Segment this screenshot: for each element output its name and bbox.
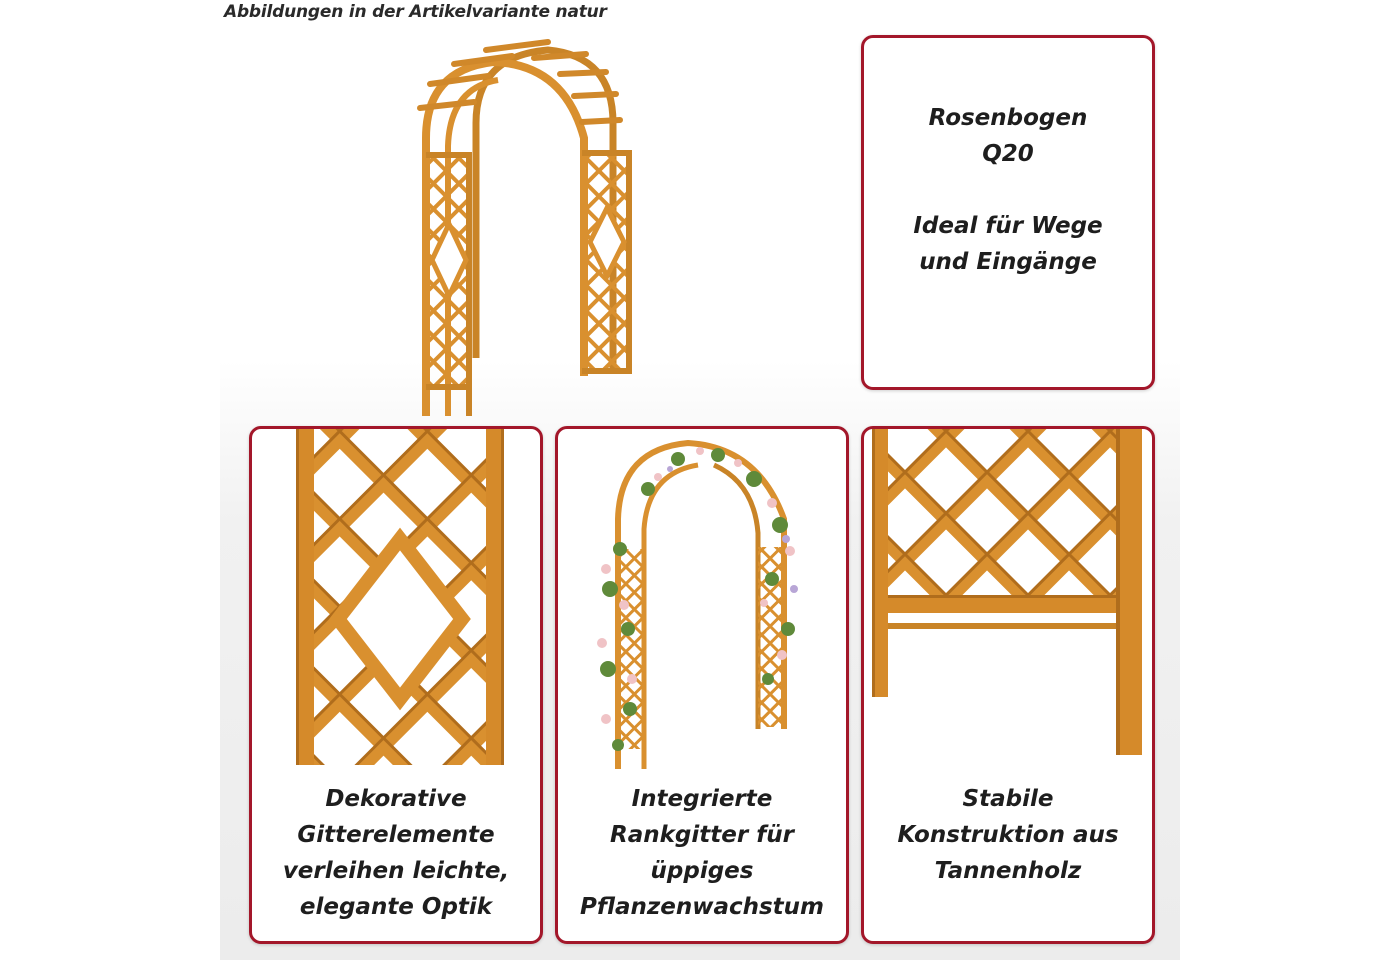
rose-arch-image (408, 28, 658, 420)
feature-panel-roses: Integrierte Rankgitter für üppiges Pflan… (555, 426, 849, 944)
post-and-lattice-image (864, 429, 1152, 765)
feature-text-construction: Stabile Konstruktion aus Tannenholz (897, 786, 1119, 884)
product-tagline: Ideal für Wege und Eingänge (913, 213, 1103, 275)
variant-caption: Abbildungen in der Artikelvariante natur (224, 2, 607, 22)
info-panel: Rosenbogen Q20 Ideal für Wege und Eingän… (861, 35, 1155, 390)
arch-with-roses-image (558, 429, 846, 769)
feature-panel-construction: Stabile Konstruktion aus Tannenholz (861, 426, 1155, 944)
feature-text-lattice: Dekorative Gitterelemente verleihen leic… (282, 786, 510, 920)
feature-text-roses: Integrierte Rankgitter für üppiges Pflan… (579, 786, 824, 920)
lattice-closeup-image (252, 429, 540, 765)
product-name: Rosenbogen Q20 (928, 105, 1088, 167)
feature-panel-lattice: Dekorative Gitterelemente verleihen leic… (249, 426, 543, 944)
